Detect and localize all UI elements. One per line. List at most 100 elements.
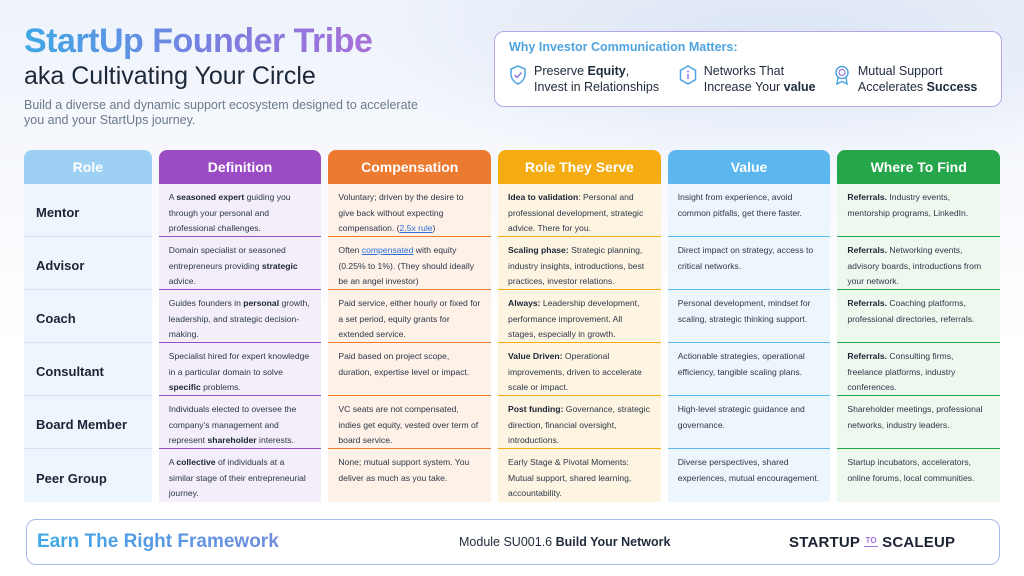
- startup-to-scaleup-logo: STARTUP TO SCALEUP: [789, 534, 955, 551]
- cell-serve: Early Stage & Pivotal Moments: Mutual su…: [498, 449, 661, 502]
- why-item-support-line2-bold: Success: [926, 80, 978, 94]
- cell-value: Direct impact on strategy, access to cri…: [667, 237, 831, 290]
- cell-compensation: Paid based on project scope, duration, e…: [328, 343, 492, 396]
- cell-definition: Specialist hired for expert knowledge in…: [158, 343, 322, 396]
- cell-compensation: Paid service, either hourly or fixed for…: [328, 290, 492, 343]
- support-roles-table: Role Definition Compensation Role They S…: [24, 150, 1001, 502]
- cell-compensation: Voluntary; driven by the desire to give …: [328, 184, 492, 237]
- footer-framework-title: Earn The Right Framework: [37, 531, 437, 553]
- footer-bar: Earn The Right Framework Module SU001.6 …: [26, 519, 1000, 565]
- cell-text: Direct impact on strategy, access to cri…: [677, 245, 814, 271]
- cell-find: Referrals. Industry events, mentorship p…: [837, 184, 1001, 237]
- cell-text: ): [432, 223, 436, 233]
- cell-value: Diverse perspectives, shared experiences…: [667, 449, 831, 502]
- cell-compensation: VC seats are not compensated, indies get…: [328, 396, 492, 449]
- cell-text: Paid service, either hourly or fixed for…: [338, 298, 481, 339]
- cell-text: specific: [168, 382, 201, 392]
- cell-text: Operational improvements, driven to acce…: [508, 351, 642, 392]
- cell-text: Industry events, mentorship programs, Li…: [847, 192, 969, 218]
- cell-text: collective: [176, 457, 216, 467]
- logo-to: TO: [864, 536, 879, 548]
- cell-text: Referrals.: [847, 351, 888, 361]
- cell-value: High-level strategic guidance and govern…: [667, 396, 831, 449]
- cell-compensation: None; mutual support system. You deliver…: [328, 449, 492, 502]
- cell-find: Startup incubators, accelerators, online…: [837, 449, 1001, 502]
- cell-text: A: [168, 457, 177, 467]
- cell-text: advice.: [168, 276, 196, 286]
- why-item-support-line1: Mutual Support: [857, 64, 943, 78]
- cell-text: Value Driven:: [508, 351, 563, 361]
- cell-text: Domain specialist or seasoned entreprene…: [168, 245, 286, 271]
- cell-text: Referrals.: [847, 298, 888, 308]
- header-definition: Definition: [158, 150, 322, 184]
- cell-serve: Idea to validation: Personal and profess…: [498, 184, 661, 237]
- cell-serve: Scaling phase: Strategic planning, indus…: [498, 237, 661, 290]
- cell-text: Startup incubators, accelerators, online…: [847, 457, 975, 483]
- why-item-support: Mutual Support Accelerates Success: [833, 63, 987, 95]
- role-name-cell: Board Member: [24, 396, 152, 449]
- footer-module: Module SU001.6 Build Your Network: [459, 535, 789, 549]
- cell-text: Idea to validation: [508, 192, 579, 202]
- cell-text: Referrals.: [847, 192, 888, 202]
- cell-text: Paid based on project scope, duration, e…: [338, 351, 470, 377]
- why-item-networks-line2-bold: value: [783, 80, 816, 94]
- why-box-title: Why Investor Communication Matters:: [509, 40, 738, 54]
- cell-definition: Individuals elected to oversee the compa…: [158, 396, 322, 449]
- cell-find: Shareholder meetings, professional netwo…: [837, 396, 1001, 449]
- cell-text: Consulting firms, freelance platforms, i…: [847, 351, 956, 392]
- why-item-networks-line1: Networks That: [703, 64, 785, 78]
- why-item-equity: Preserve Equity, Invest in Relationships: [509, 63, 673, 95]
- cell-text: Actionable strategies, operational effic…: [677, 351, 805, 377]
- cell-text: Early Stage & Pivotal Moments: Mutual su…: [508, 457, 632, 498]
- cell-value: Personal development, mindset for scalin…: [667, 290, 831, 343]
- cell-definition: A collective of individuals at a similar…: [158, 449, 322, 502]
- cell-text: : Personal and professional development,…: [508, 192, 644, 233]
- header-role: Role: [24, 150, 152, 184]
- why-item-support-line2-pre: Accelerates: [857, 80, 927, 94]
- award-badge-icon: [835, 65, 849, 85]
- why-investor-box: Why Investor Communication Matters: Pres…: [494, 31, 1002, 107]
- role-name-cell: Advisor: [24, 237, 152, 290]
- cell-link[interactable]: 2.5x rule: [399, 223, 433, 233]
- header-where-to-find: Where To Find: [837, 150, 1001, 184]
- table-row: Advisor Domain specialist or seasoned ent…: [24, 237, 1001, 290]
- cell-definition: Guides founders in personal growth, lead…: [158, 290, 322, 343]
- cell-text: growth, leadership, and strategic decisi…: [168, 298, 310, 339]
- cell-find: Referrals. Networking events, advisory b…: [837, 237, 1001, 290]
- cell-link[interactable]: compensated: [361, 245, 414, 255]
- cell-text: problems.: [200, 382, 241, 392]
- cell-text: None; mutual support system. You deliver…: [338, 457, 470, 483]
- cell-text: Voluntary; driven by the desire to give …: [338, 192, 464, 233]
- cell-text: Always:: [508, 298, 541, 308]
- cell-text: A: [168, 192, 177, 202]
- cell-text: shareholder: [207, 435, 257, 445]
- cell-text: Shareholder meetings, professional netwo…: [847, 404, 983, 430]
- cell-text: personal: [243, 298, 280, 308]
- cell-serve: Always: Leadership development, performa…: [498, 290, 661, 343]
- cell-text: Leadership development, performance impr…: [508, 298, 640, 339]
- cell-text: interests.: [256, 435, 294, 445]
- cell-serve: Value Driven: Operational improvements, …: [498, 343, 661, 396]
- header-role-they-serve: Role They Serve: [498, 150, 661, 184]
- cell-definition: A seasoned expert guiding you through yo…: [158, 184, 322, 237]
- role-name-cell: Mentor: [24, 184, 152, 237]
- cell-text: seasoned expert: [176, 192, 245, 202]
- footer-module-name: Build Your Network: [555, 535, 671, 549]
- cell-serve: Post funding: Governance, strategic dire…: [498, 396, 661, 449]
- role-name-cell: Coach: [24, 290, 152, 343]
- page-subtitle: aka Cultivating Your Circle: [24, 62, 316, 90]
- cell-text: Diverse perspectives, shared experiences…: [677, 457, 820, 483]
- cell-value: Actionable strategies, operational effic…: [667, 343, 831, 396]
- cell-text: Specialist hired for expert knowledge in…: [168, 351, 310, 377]
- shield-check-icon: [510, 65, 526, 85]
- why-item-equity-bold: Equity: [587, 64, 626, 78]
- cell-text: Post funding:: [508, 404, 564, 414]
- cell-find: Referrals. Consulting firms, freelance p…: [837, 343, 1001, 396]
- cell-text: Insight from experience, avoid common pi…: [677, 192, 802, 218]
- cell-text: Often: [338, 245, 362, 255]
- logo-startup: STARTUP: [789, 533, 861, 551]
